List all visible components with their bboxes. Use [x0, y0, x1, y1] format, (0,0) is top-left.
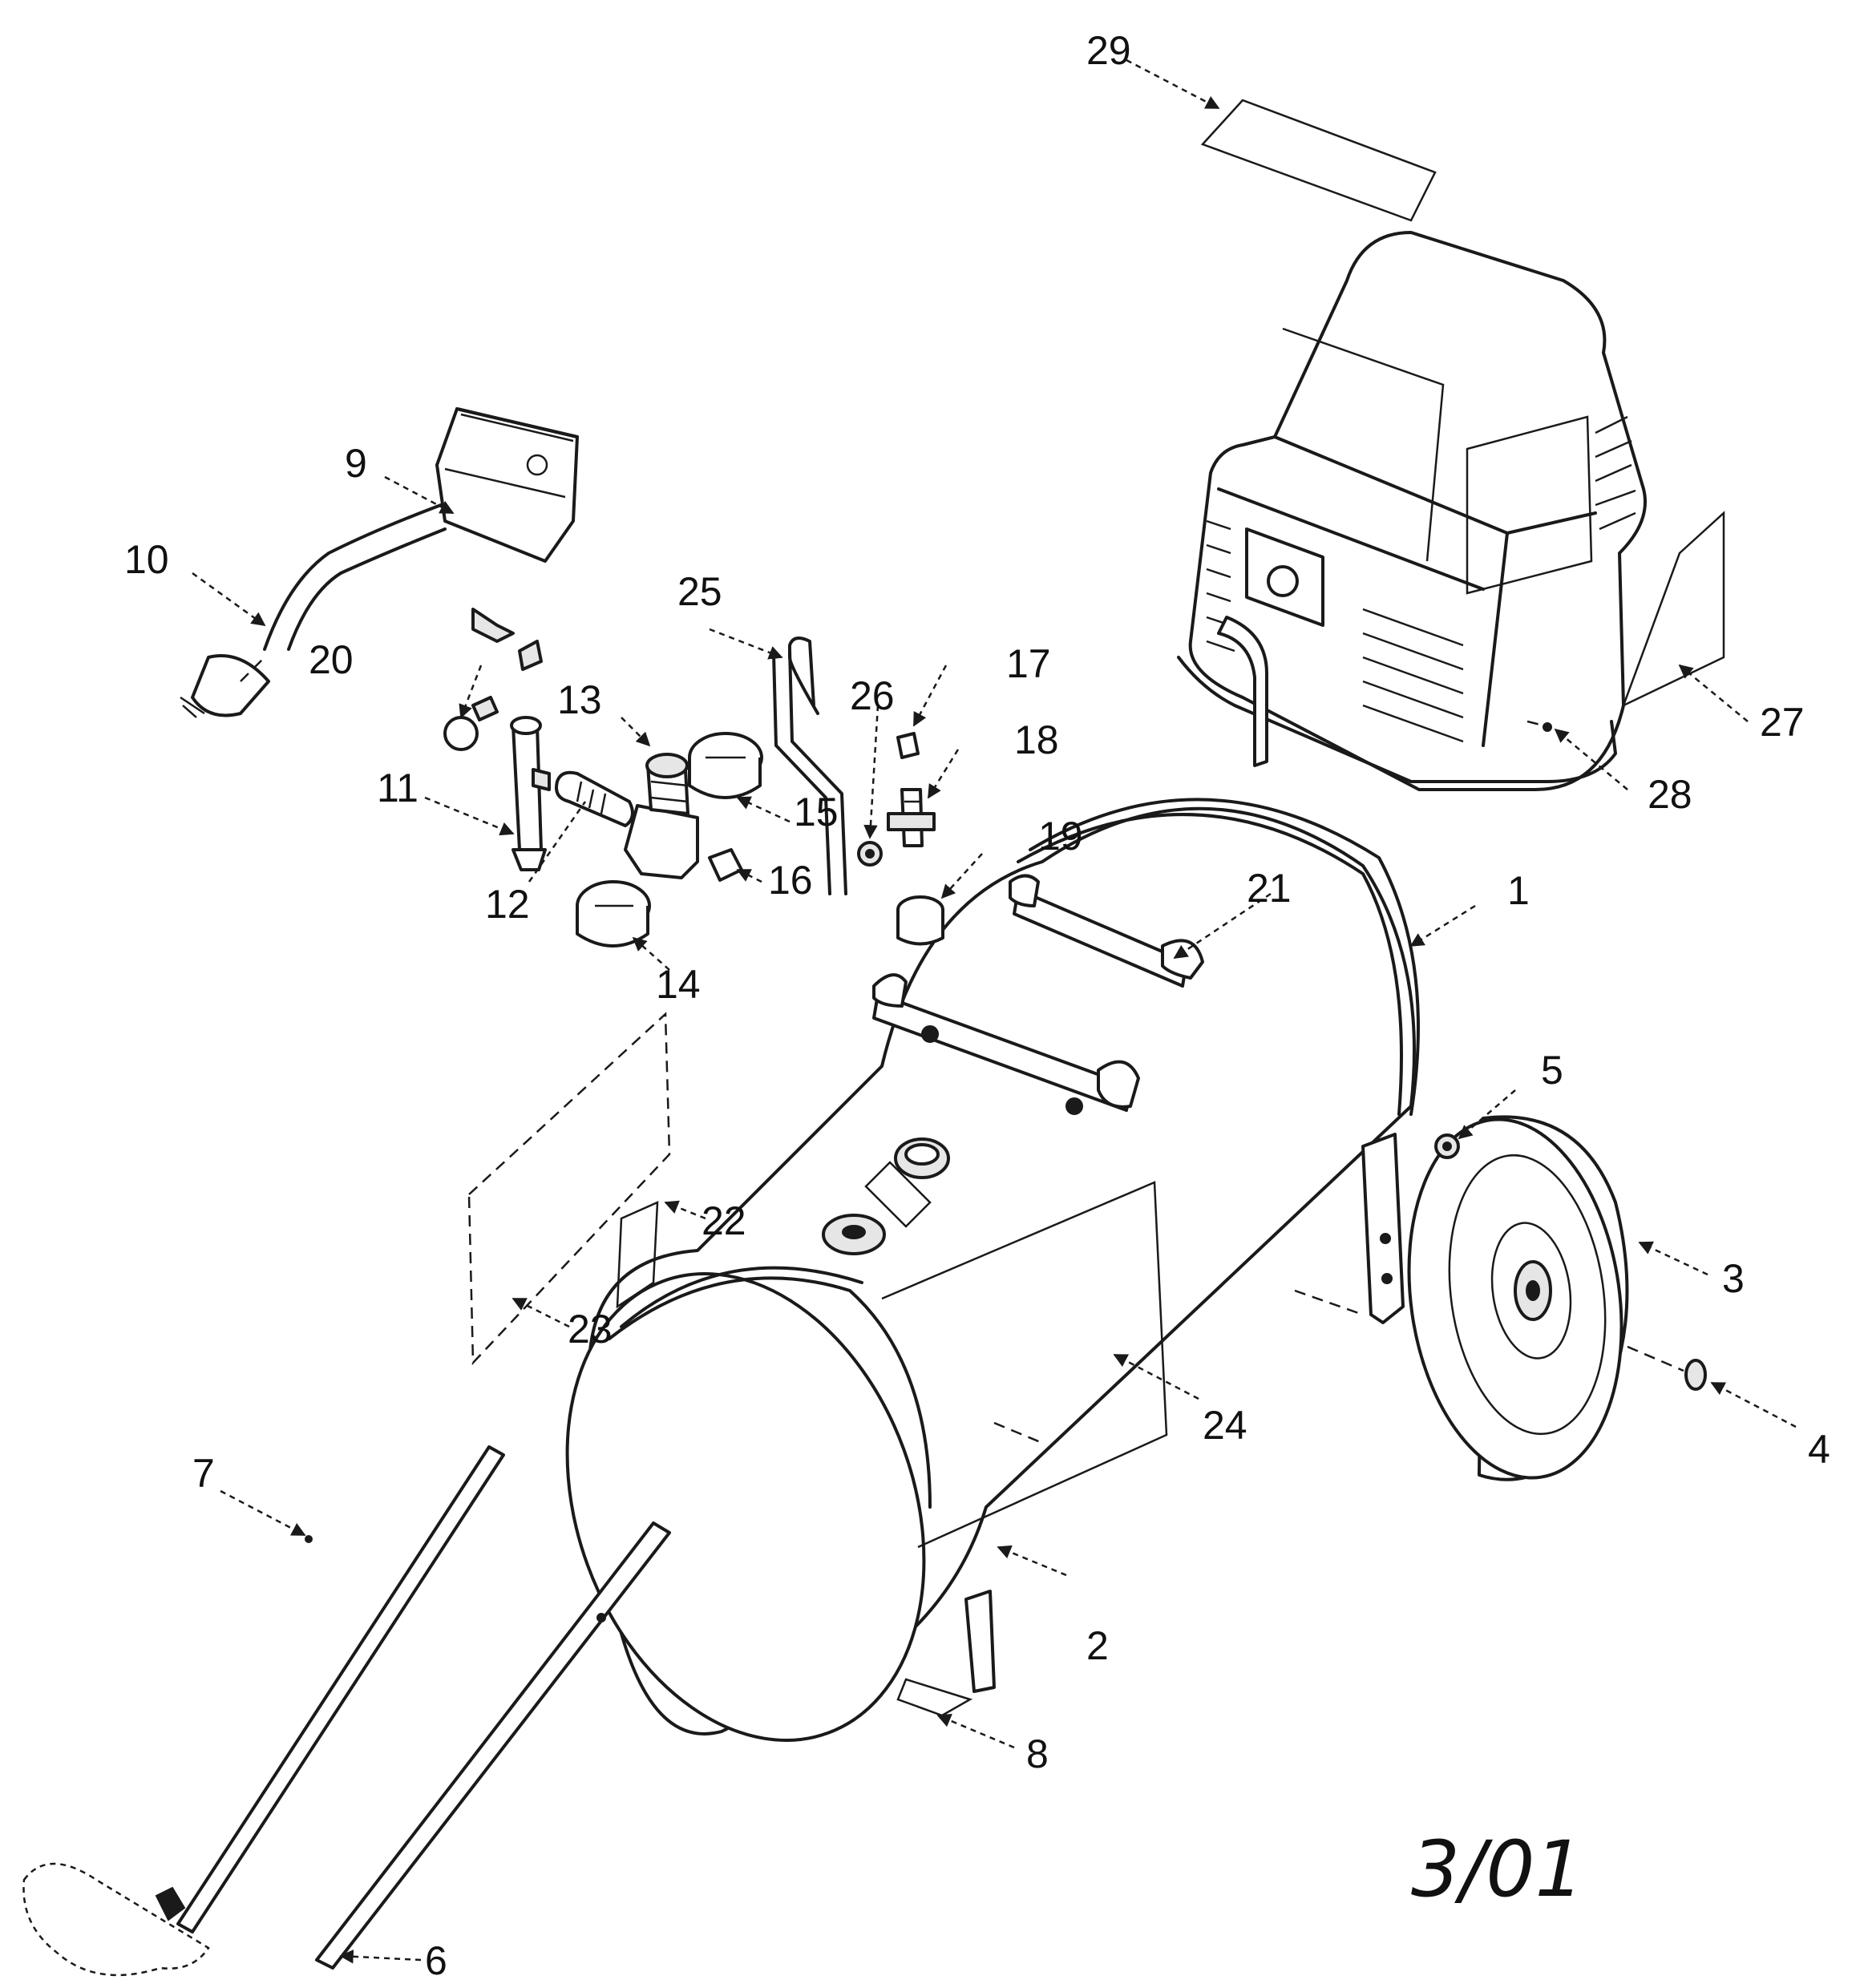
callout-23: 23 — [568, 1307, 613, 1352]
decal-panels — [467, 1012, 671, 1366]
callout-5: 5 — [1541, 1048, 1563, 1093]
callout-12: 12 — [485, 882, 530, 927]
cooling-fins — [1206, 415, 1636, 743]
tank-fittings — [822, 1137, 950, 1255]
screw-28 — [1526, 720, 1552, 732]
tee-fitting-11 — [510, 716, 551, 871]
tube-25 — [772, 636, 847, 895]
callout-7: 7 — [192, 1451, 215, 1496]
nipple-12 — [555, 770, 634, 827]
callout-29: 29 — [1086, 28, 1131, 73]
callout-11: 11 — [377, 766, 418, 810]
wheel-bracket — [1361, 1133, 1405, 1324]
callout-1: 1 — [1507, 868, 1530, 913]
motor-shroud — [1177, 231, 1647, 791]
date-stamp: 3/01 — [1411, 1824, 1584, 1914]
callout-13: 13 — [557, 677, 602, 722]
callout-21: 21 — [1247, 866, 1292, 911]
bushing-19 — [896, 895, 944, 946]
fitting-16 — [708, 848, 743, 882]
callout-27: 27 — [1760, 700, 1805, 745]
regulator-13 — [624, 753, 699, 879]
air-tank — [565, 798, 1420, 1742]
callout-24: 24 — [1203, 1403, 1247, 1448]
callout-16: 16 — [768, 858, 813, 903]
callout-8: 8 — [1026, 1731, 1049, 1776]
callout-labels: 1 2 3 4 5 6 7 8 9 10 11 12 13 14 15 16 1… — [124, 28, 1830, 1983]
callout-9: 9 — [345, 441, 367, 486]
gauge-15 — [688, 732, 763, 799]
callout-19: 19 — [1038, 814, 1083, 859]
nut-26 — [857, 841, 883, 867]
axle-bolt — [1434, 1133, 1707, 1391]
elbow-fitting-20 — [443, 696, 499, 751]
callout-15: 15 — [794, 790, 839, 834]
callout-10: 10 — [124, 537, 169, 582]
leader-lines — [192, 59, 1797, 1964]
pressure-switch — [180, 407, 579, 718]
callout-18: 18 — [1014, 717, 1059, 762]
callout-14: 14 — [656, 962, 701, 1007]
wheel — [1407, 1115, 1629, 1481]
callout-17: 17 — [1006, 641, 1051, 686]
callout-25: 25 — [677, 569, 722, 614]
callout-28: 28 — [1648, 772, 1692, 817]
tank-end-cap — [565, 1272, 926, 1742]
callout-6: 6 — [425, 1938, 447, 1983]
decal-29 — [1200, 99, 1437, 222]
callout-26: 26 — [850, 673, 895, 718]
gauge-14 — [576, 880, 651, 948]
callout-4: 4 — [1808, 1427, 1830, 1472]
decal-27 — [1621, 511, 1725, 708]
check-valve-18 — [887, 788, 936, 847]
tank-foot — [896, 1590, 996, 1717]
mounting-brackets — [872, 874, 1204, 1115]
callout-3: 3 — [1722, 1256, 1745, 1301]
handle — [22, 1445, 671, 1977]
callout-20: 20 — [309, 637, 354, 682]
callout-2: 2 — [1086, 1623, 1109, 1668]
callout-22: 22 — [702, 1198, 746, 1243]
cap-17 — [896, 732, 920, 759]
